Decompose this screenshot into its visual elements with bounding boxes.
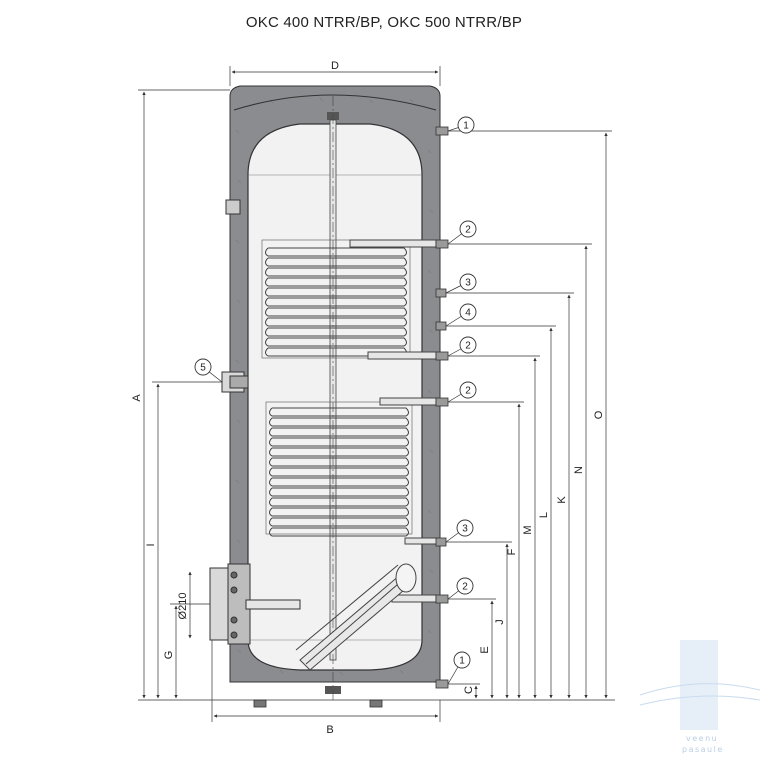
coil-turn (269, 437, 409, 447)
callout-circle (459, 273, 477, 291)
label-J: J (494, 619, 506, 625)
coil-turn (265, 287, 407, 297)
coil-turn (265, 257, 407, 267)
coil-turn (269, 417, 409, 427)
label-D: D (331, 60, 339, 72)
right-dimensions (440, 130, 615, 701)
label-M: M (522, 525, 534, 534)
label-E: E (479, 646, 491, 653)
thermometer-port (225, 199, 241, 215)
label-flange: Ø210 (177, 593, 189, 620)
coil-turn (269, 477, 409, 487)
callout-number: 2 (465, 225, 471, 236)
top-cap (233, 94, 437, 111)
coil-turn (269, 457, 409, 467)
coil-turn (265, 277, 407, 287)
right-nozzles (435, 126, 449, 689)
label-N: N (573, 466, 585, 474)
coil-turn (265, 247, 407, 257)
label-A: A (131, 394, 143, 402)
drawing-title: OKC 400 NTRR/BP, OKC 500 NTRR/BP (245, 14, 523, 31)
side-fitting-5 (221, 371, 249, 393)
watermark: veenu pasaule (639, 640, 761, 754)
flange-assembly (209, 563, 301, 645)
watermark-line2: pasaule (682, 745, 724, 754)
coil-turn (265, 337, 407, 347)
callout-number: 4 (465, 308, 471, 319)
dimension-B (211, 640, 441, 722)
coil-turn (269, 527, 409, 537)
coil-turn (269, 507, 409, 517)
callouts: 1 2 3 4 2 2 3 2 1 5 (194, 116, 477, 685)
callout-circle (459, 336, 477, 354)
anode-rod (325, 96, 341, 700)
coil-turn (265, 297, 407, 307)
label-C: C (463, 686, 475, 694)
callout-circle (459, 303, 477, 321)
coil-turn (269, 487, 409, 497)
label-O: O (593, 410, 605, 419)
coil-turn (269, 467, 409, 477)
callout-circle (459, 220, 477, 238)
lower-coil-outline (265, 401, 413, 535)
callout-number: 3 (465, 278, 471, 289)
coil-turn (269, 407, 409, 417)
label-L: L (538, 512, 550, 518)
left-dimensions (138, 89, 230, 701)
label-I: I (145, 543, 157, 546)
callout-circle (456, 577, 474, 595)
label-G: G (163, 651, 175, 660)
coil-turn (269, 497, 409, 507)
callout-circle (456, 519, 474, 537)
coil-turn (265, 317, 407, 327)
callout-circle (194, 358, 212, 376)
connection-pipes (349, 239, 438, 603)
callout-number: 5 (200, 363, 206, 374)
callout-number: 2 (465, 386, 471, 397)
callout-number: 1 (463, 121, 469, 132)
lower-heating-coil (269, 407, 409, 537)
upper-coil-outline (261, 239, 411, 359)
label-B: B (326, 724, 333, 736)
heating-element (295, 563, 417, 671)
coil-turn (265, 267, 407, 277)
dimension-D (229, 66, 441, 86)
callout-number: 3 (462, 524, 468, 535)
callout-number: 1 (459, 656, 465, 667)
callout-circle (453, 651, 471, 669)
callout-number: 2 (465, 341, 471, 352)
upper-heating-coil (265, 247, 407, 357)
callout-circle (459, 381, 477, 399)
label-F: F (506, 548, 518, 555)
coil-turn (265, 327, 407, 337)
coil-turn (265, 307, 407, 317)
callout-circle (457, 116, 475, 134)
coil-turn (269, 517, 409, 527)
coil-turn (269, 427, 409, 437)
feet (253, 699, 383, 708)
callout-number: 2 (462, 582, 468, 593)
label-K: K (556, 496, 568, 504)
coil-turn (269, 447, 409, 457)
watermark-line1: veenu (686, 734, 718, 743)
